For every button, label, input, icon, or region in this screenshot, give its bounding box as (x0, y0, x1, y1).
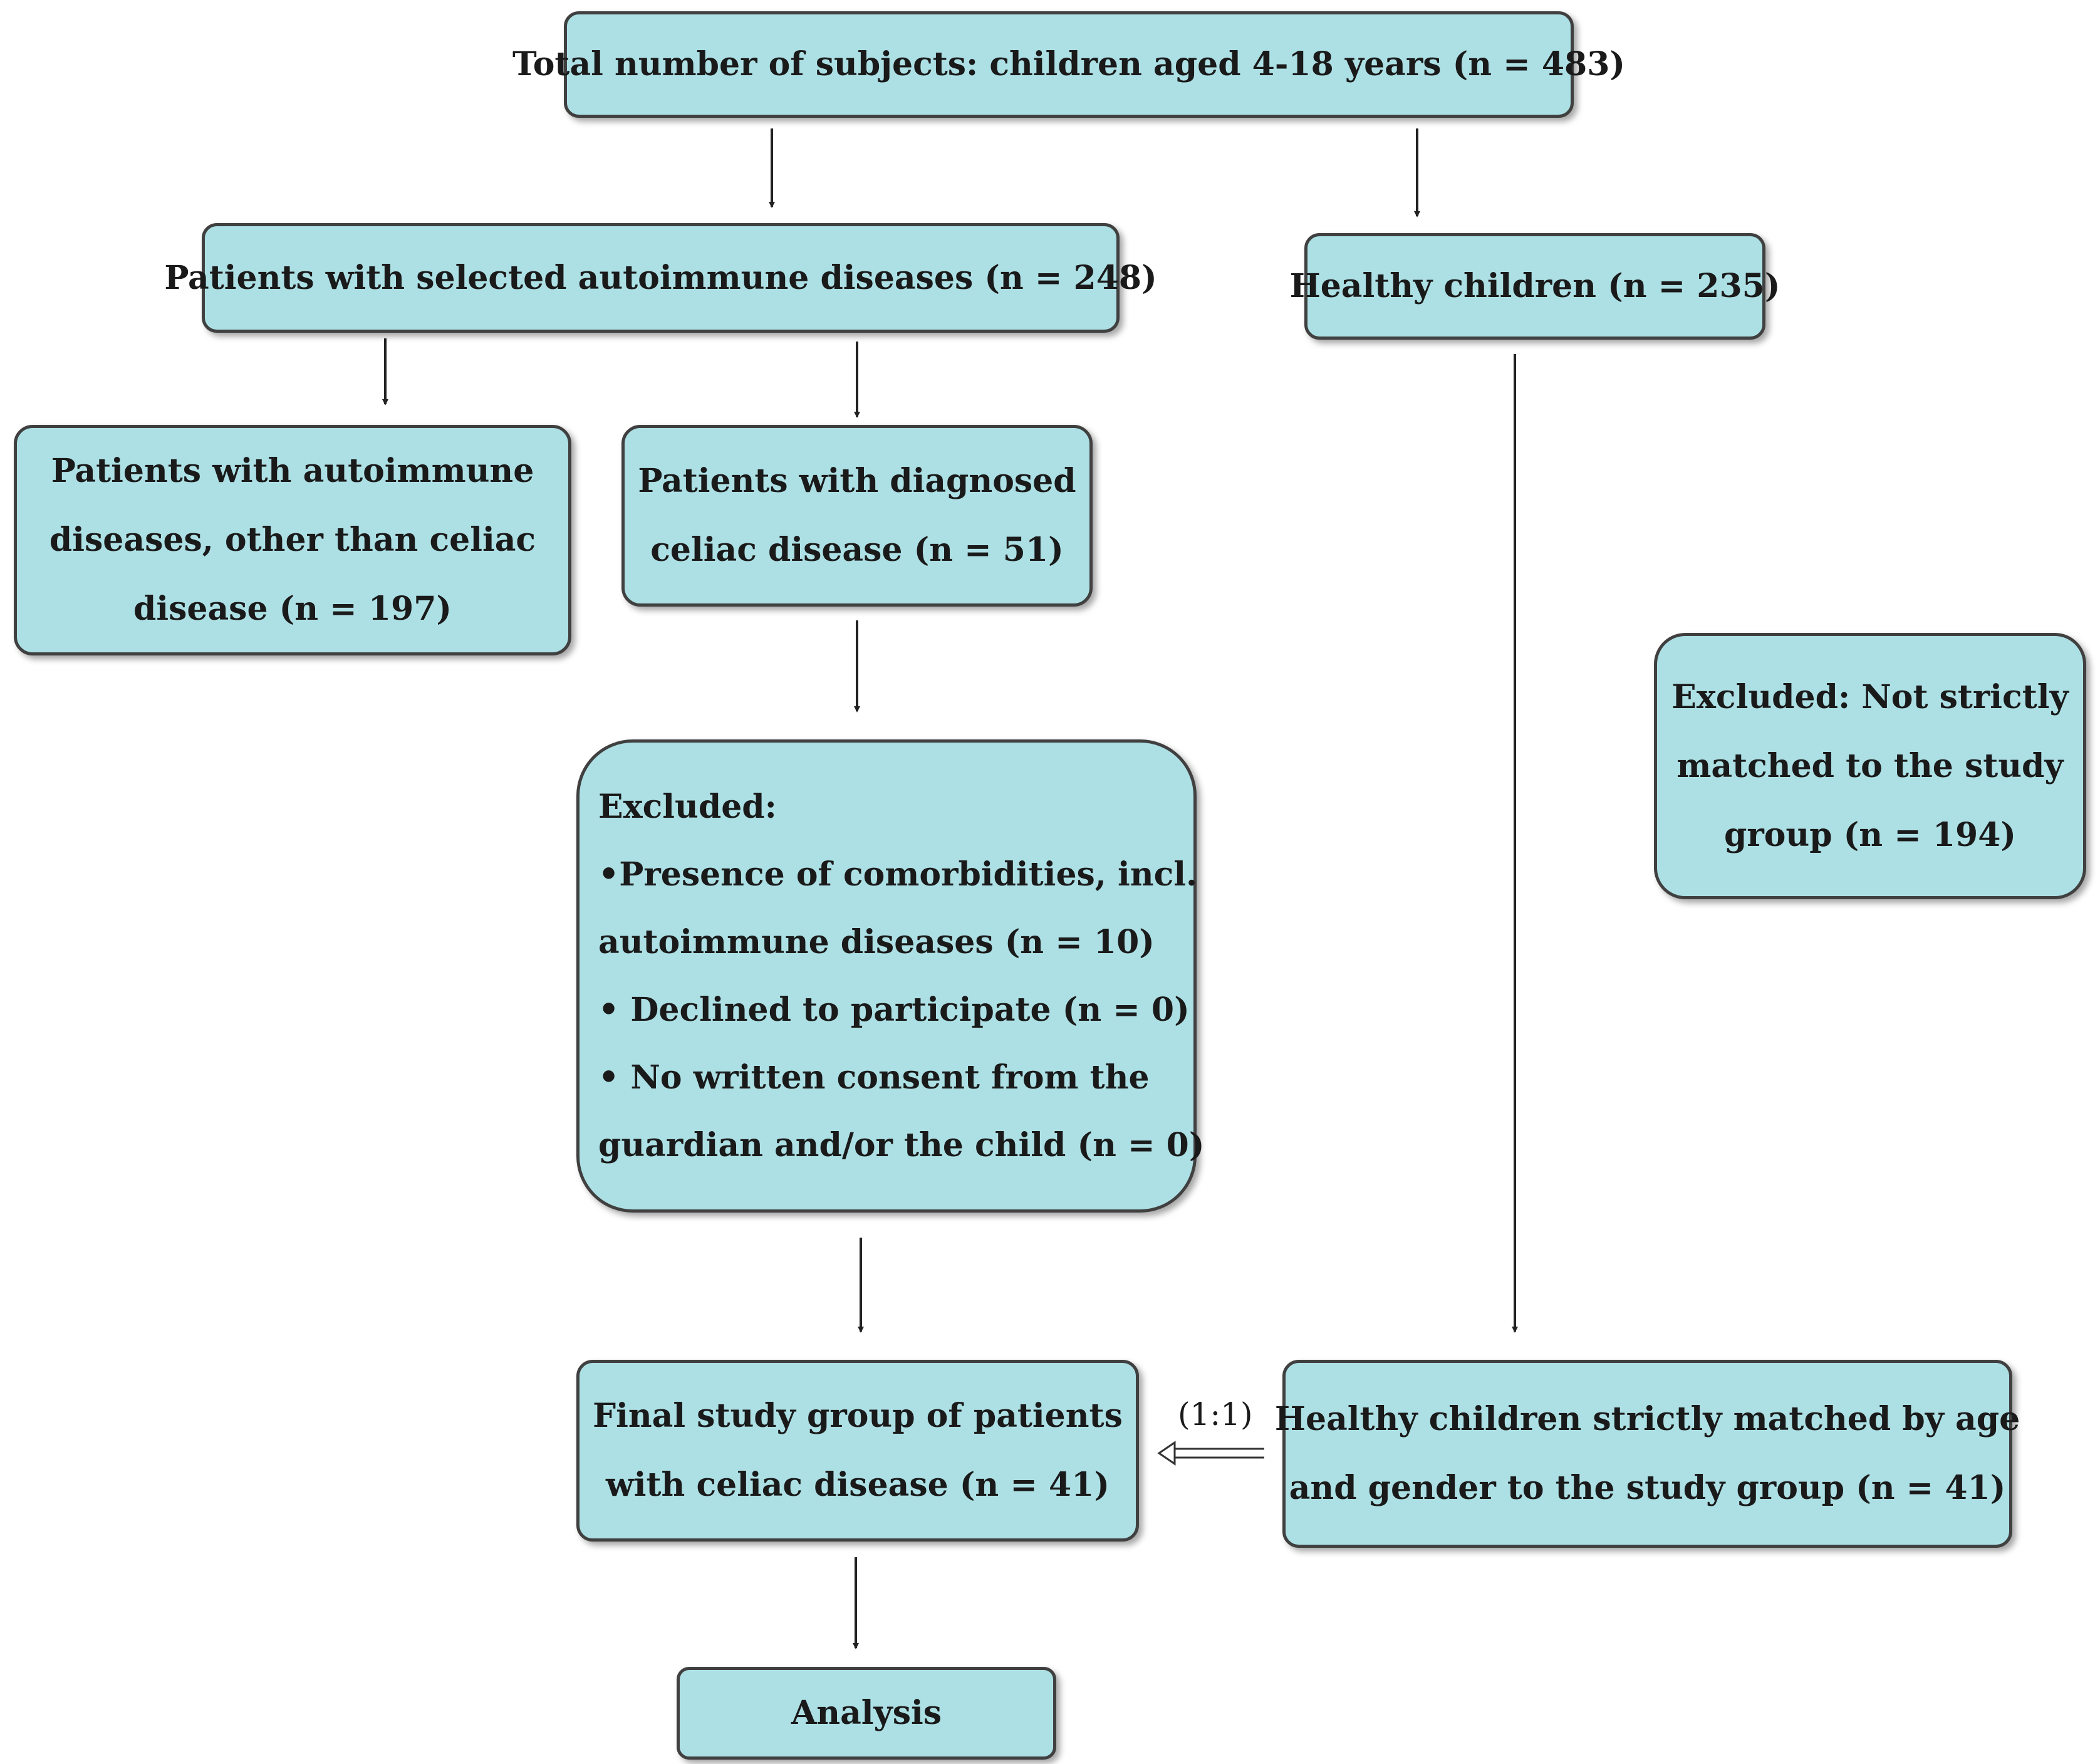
celiac-diagnosed-line-2: celiac disease (n = 51) (650, 531, 1064, 569)
autoimmune-patients-text: Patients with selected autoimmune diseas… (164, 258, 1157, 297)
excluded-celiac-item-1a: •Presence of comorbidities, incl. (598, 855, 1198, 894)
healthy-children-box: Healthy children (n = 235) (1290, 233, 1780, 340)
analysis-box: Analysis (677, 1667, 1056, 1760)
analysis-text: Analysis (791, 1694, 942, 1732)
excluded-celiac-item-1b: autoimmune diseases (n = 10) (598, 922, 1155, 961)
excluded-celiac-heading: Excluded: (598, 787, 777, 826)
excluded-celiac-item-3a: • No written consent from the (598, 1058, 1150, 1097)
other-autoimmune-line-2: diseases, other than celiac (49, 521, 536, 559)
final-study-group-line-2: with celiac disease (n = 41) (606, 1466, 1110, 1504)
excluded-healthy-box: Excluded: Not strictly matched to the st… (1654, 633, 2086, 899)
excluded-healthy-line-2: matched to the study (1676, 746, 2064, 785)
excluded-celiac-item-2: • Declined to participate (n = 0) (598, 990, 1190, 1029)
matched-healthy-box: Healthy children strictly matched by age… (1275, 1360, 2020, 1548)
celiac-diagnosed-line-1: Patients with diagnosed (638, 462, 1076, 500)
double-arrow-1-to-1 (1157, 1441, 1264, 1466)
ratio-label: (1:1) (1178, 1396, 1253, 1433)
final-study-group-line-1: Final study group of patients (593, 1397, 1123, 1435)
celiac-diagnosed-box: Patients with diagnosed celiac disease (… (621, 425, 1093, 607)
excluded-healthy-line-1: Excluded: Not strictly (1671, 677, 2069, 716)
excluded-celiac-item-3b: guardian and/or the child (n = 0) (598, 1125, 1205, 1164)
excluded-celiac-box: Excluded: •Presence of comorbidities, in… (576, 739, 1204, 1213)
autoimmune-patients-box: Patients with selected autoimmune diseas… (164, 223, 1157, 333)
total-subjects-text: Total number of subjects: children aged … (512, 45, 1625, 83)
other-autoimmune-box: Patients with autoimmune diseases, other… (14, 425, 571, 655)
matched-healthy-line-2: and gender to the study group (n = 41) (1289, 1469, 2006, 1507)
final-study-group-box: Final study group of patients with celia… (576, 1360, 1139, 1542)
healthy-children-text: Healthy children (n = 235) (1289, 267, 1780, 305)
excluded-healthy-line-3: group (n = 194) (1723, 815, 2017, 854)
matched-healthy-line-1: Healthy children strictly matched by age (1274, 1400, 2020, 1438)
other-autoimmune-line-1: Patients with autoimmune (51, 452, 534, 490)
total-subjects-box: Total number of subjects: children aged … (512, 11, 1625, 118)
other-autoimmune-line-3: disease (n = 197) (133, 590, 452, 628)
